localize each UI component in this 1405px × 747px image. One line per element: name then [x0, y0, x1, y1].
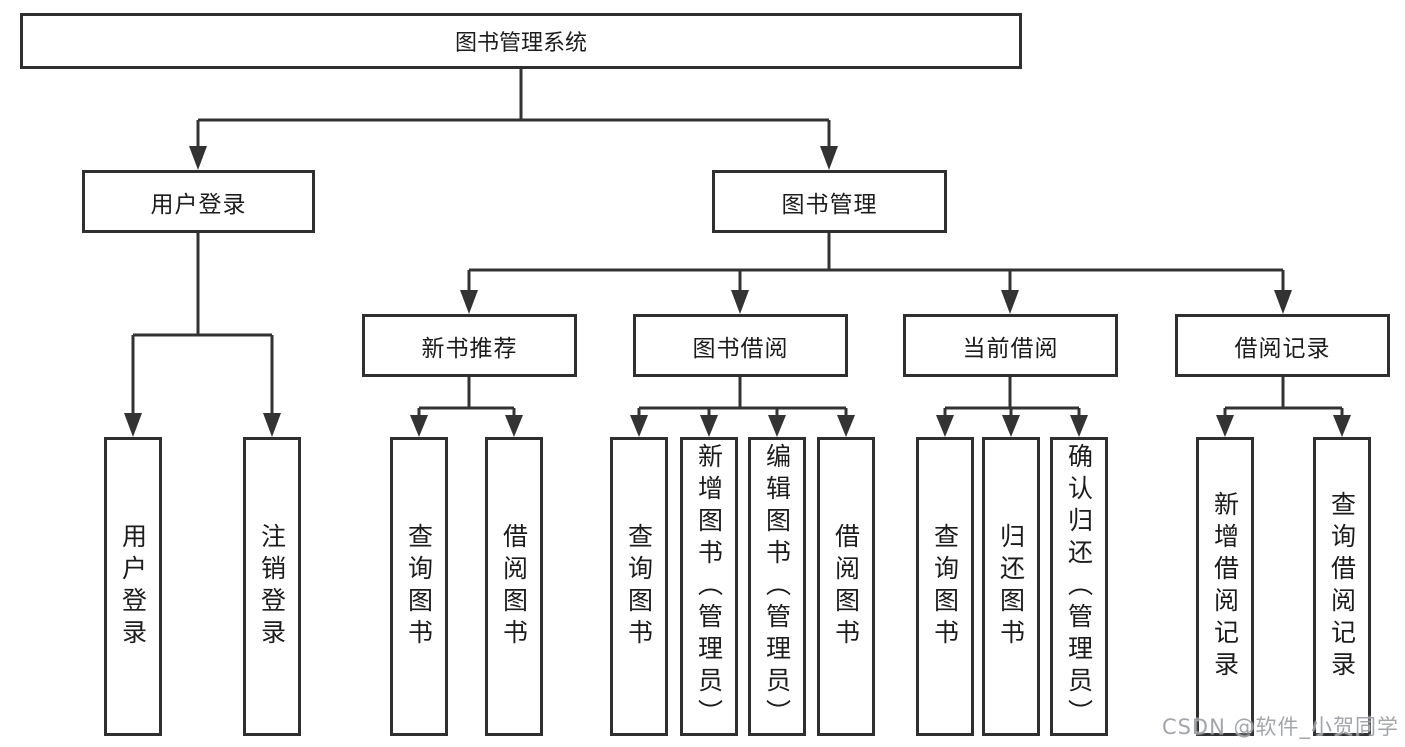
- connector-new-books-children: [410, 374, 523, 437]
- leaf-current-confirm-admin-label: 确认归还（管理员）: [1064, 442, 1094, 731]
- node-root: 图书管理系统: [20, 13, 1022, 69]
- leaf-logout: 注销登录: [243, 437, 301, 736]
- leaf-newbooks-query-label: 查询图书: [404, 522, 434, 651]
- node-book-borrow: 图书借阅: [633, 314, 848, 377]
- node-current-borrow: 当前借阅: [903, 314, 1118, 377]
- node-borrow-records-label: 借阅记录: [1234, 335, 1331, 362]
- node-new-book-recommend: 新书推荐: [362, 314, 577, 377]
- leaf-borrow-add-admin: 新增图书（管理员）: [680, 437, 738, 736]
- connector-book-management-children: [460, 230, 1292, 314]
- leaf-newbooks-borrow-label: 借阅图书: [499, 522, 529, 651]
- leaf-user-login: 用户登录: [104, 437, 162, 736]
- node-current-borrow-label: 当前借阅: [962, 335, 1059, 362]
- leaf-current-query: 查询图书: [916, 437, 974, 736]
- leaf-newbooks-borrow: 借阅图书: [485, 437, 543, 736]
- node-user-login: 用户登录: [82, 170, 315, 233]
- leaf-records-add: 新增借阅记录: [1196, 437, 1254, 736]
- leaf-borrow-edit-admin-label: 编辑图书（管理员）: [762, 442, 792, 731]
- connector-current-borrow-children: [936, 374, 1088, 437]
- leaf-current-confirm-admin: 确认归还（管理员）: [1050, 437, 1108, 736]
- leaf-records-query: 查询借阅记录: [1313, 437, 1371, 736]
- watermark: CSDN @软件_小贺同学: [1161, 715, 1399, 739]
- node-borrow-records: 借阅记录: [1175, 314, 1390, 377]
- leaf-borrow-add-admin-label: 新增图书（管理员）: [694, 442, 724, 731]
- node-book-borrow-label: 图书借阅: [692, 335, 789, 362]
- node-user-login-label: 用户登录: [150, 191, 247, 218]
- node-book-management: 图书管理: [712, 170, 947, 233]
- leaf-user-login-label: 用户登录: [118, 522, 148, 651]
- leaf-newbooks-query: 查询图书: [390, 437, 448, 736]
- leaf-current-query-label: 查询图书: [930, 522, 960, 651]
- node-book-management-label: 图书管理: [781, 191, 878, 218]
- leaf-borrow-book: 借阅图书: [817, 437, 875, 736]
- node-root-label: 图书管理系统: [454, 31, 587, 56]
- connector-book-borrow-children: [630, 374, 855, 437]
- leaf-logout-label: 注销登录: [257, 522, 287, 651]
- leaf-records-query-label: 查询借阅记录: [1327, 490, 1357, 683]
- leaf-borrow-book-label: 借阅图书: [831, 522, 861, 651]
- leaf-current-return-label: 归还图书: [996, 522, 1026, 651]
- connector-user-login-children: [124, 230, 281, 437]
- connector-borrow-records-children: [1216, 374, 1351, 437]
- leaf-borrow-query: 查询图书: [610, 437, 668, 736]
- leaf-records-add-label: 新增借阅记录: [1210, 490, 1240, 683]
- connector-root-to-level2: [189, 66, 838, 170]
- leaf-borrow-query-label: 查询图书: [624, 522, 654, 651]
- leaf-borrow-edit-admin: 编辑图书（管理员）: [748, 437, 806, 736]
- node-new-book-recommend-label: 新书推荐: [421, 335, 518, 362]
- leaf-current-return: 归还图书: [982, 437, 1040, 736]
